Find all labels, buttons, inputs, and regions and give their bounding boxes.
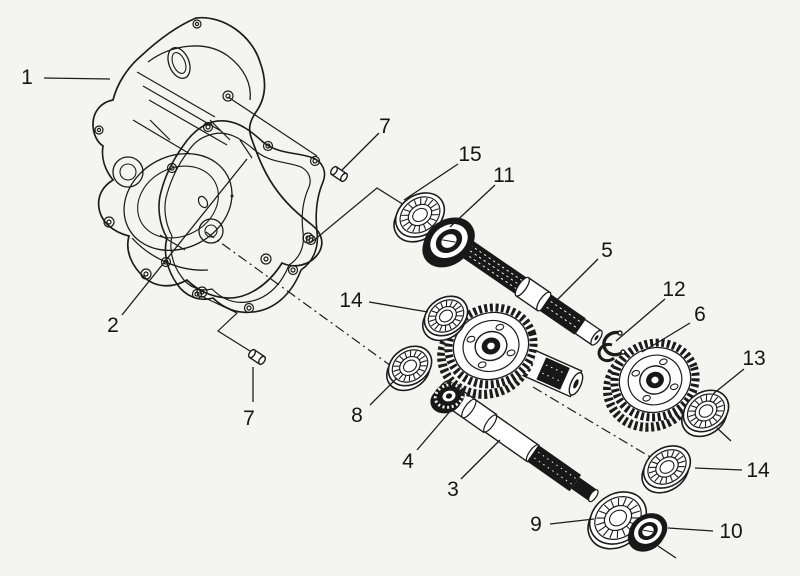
leader-12: [615, 298, 666, 342]
leader-13-overshoot: [716, 427, 732, 442]
gasket-bolt-holes: [160, 121, 321, 314]
leader-10: [667, 527, 714, 532]
cover-gasket: [158, 120, 326, 314]
callout-14-left: 14: [339, 289, 363, 312]
main-shaft: [456, 237, 603, 346]
align-line-gasket-to-bearing15: [312, 187, 413, 242]
bearing-13: [681, 389, 730, 438]
callout-12: 12: [662, 278, 685, 301]
leader-8: [369, 377, 398, 406]
centerline-final-shaft: [532, 386, 653, 459]
final-gear: [603, 338, 700, 432]
oil-seal-11: [422, 217, 475, 268]
leader-11: [449, 184, 496, 228]
bearing-14-left: [421, 295, 469, 342]
crankcase-cover: [92, 16, 323, 299]
callout-14-right: 14: [746, 459, 770, 482]
callout-9: 9: [530, 513, 542, 536]
leader-lines: [43, 77, 745, 559]
dowel-pin-lower: [248, 348, 266, 366]
callout-15: 15: [458, 143, 481, 166]
leader-7-upper: [341, 132, 380, 171]
callout-1: 1: [21, 66, 33, 89]
callout-7-lower: 7: [243, 407, 255, 430]
callout-7-upper: 7: [379, 115, 391, 138]
callout-3: 3: [447, 478, 459, 501]
cover-ribs: [132, 71, 253, 251]
leader-2: [121, 158, 248, 316]
bearing-8: [385, 345, 433, 392]
callout-labels: 1 2 7 15 11 5 12 6 13 14 8 4 3 7 9 14 10: [21, 66, 770, 543]
leader-10-overshoot: [657, 545, 677, 559]
callout-6: 6: [694, 303, 706, 326]
leader-13: [712, 368, 745, 395]
leader-3: [460, 439, 501, 480]
leader-1: [43, 77, 111, 80]
callout-13: 13: [742, 347, 765, 370]
bearing-14-right: [641, 445, 692, 494]
leader-14-left: [368, 301, 429, 313]
leader-15: [403, 163, 459, 201]
leader-14-right: [694, 467, 743, 471]
leader-6: [641, 322, 691, 353]
circlip: [597, 330, 626, 363]
dowel-pin-upper: [330, 165, 348, 183]
align-line-cover-to-gasket: [227, 96, 318, 157]
callout-4: 4: [402, 450, 414, 473]
counter-gear: [437, 303, 538, 399]
leader-5: [556, 258, 599, 301]
leader-9: [549, 518, 595, 525]
align-line-gasket-to-pin: [200, 295, 251, 352]
callout-10: 10: [719, 520, 742, 543]
oil-seal-10: [627, 513, 668, 552]
cover-bolt-bosses: [94, 19, 314, 298]
callout-2: 2: [107, 314, 119, 337]
callout-8: 8: [351, 404, 363, 427]
assembly-lines: [200, 96, 653, 459]
callout-5: 5: [601, 239, 613, 262]
leader-4: [416, 408, 453, 451]
callout-11: 11: [493, 164, 515, 187]
